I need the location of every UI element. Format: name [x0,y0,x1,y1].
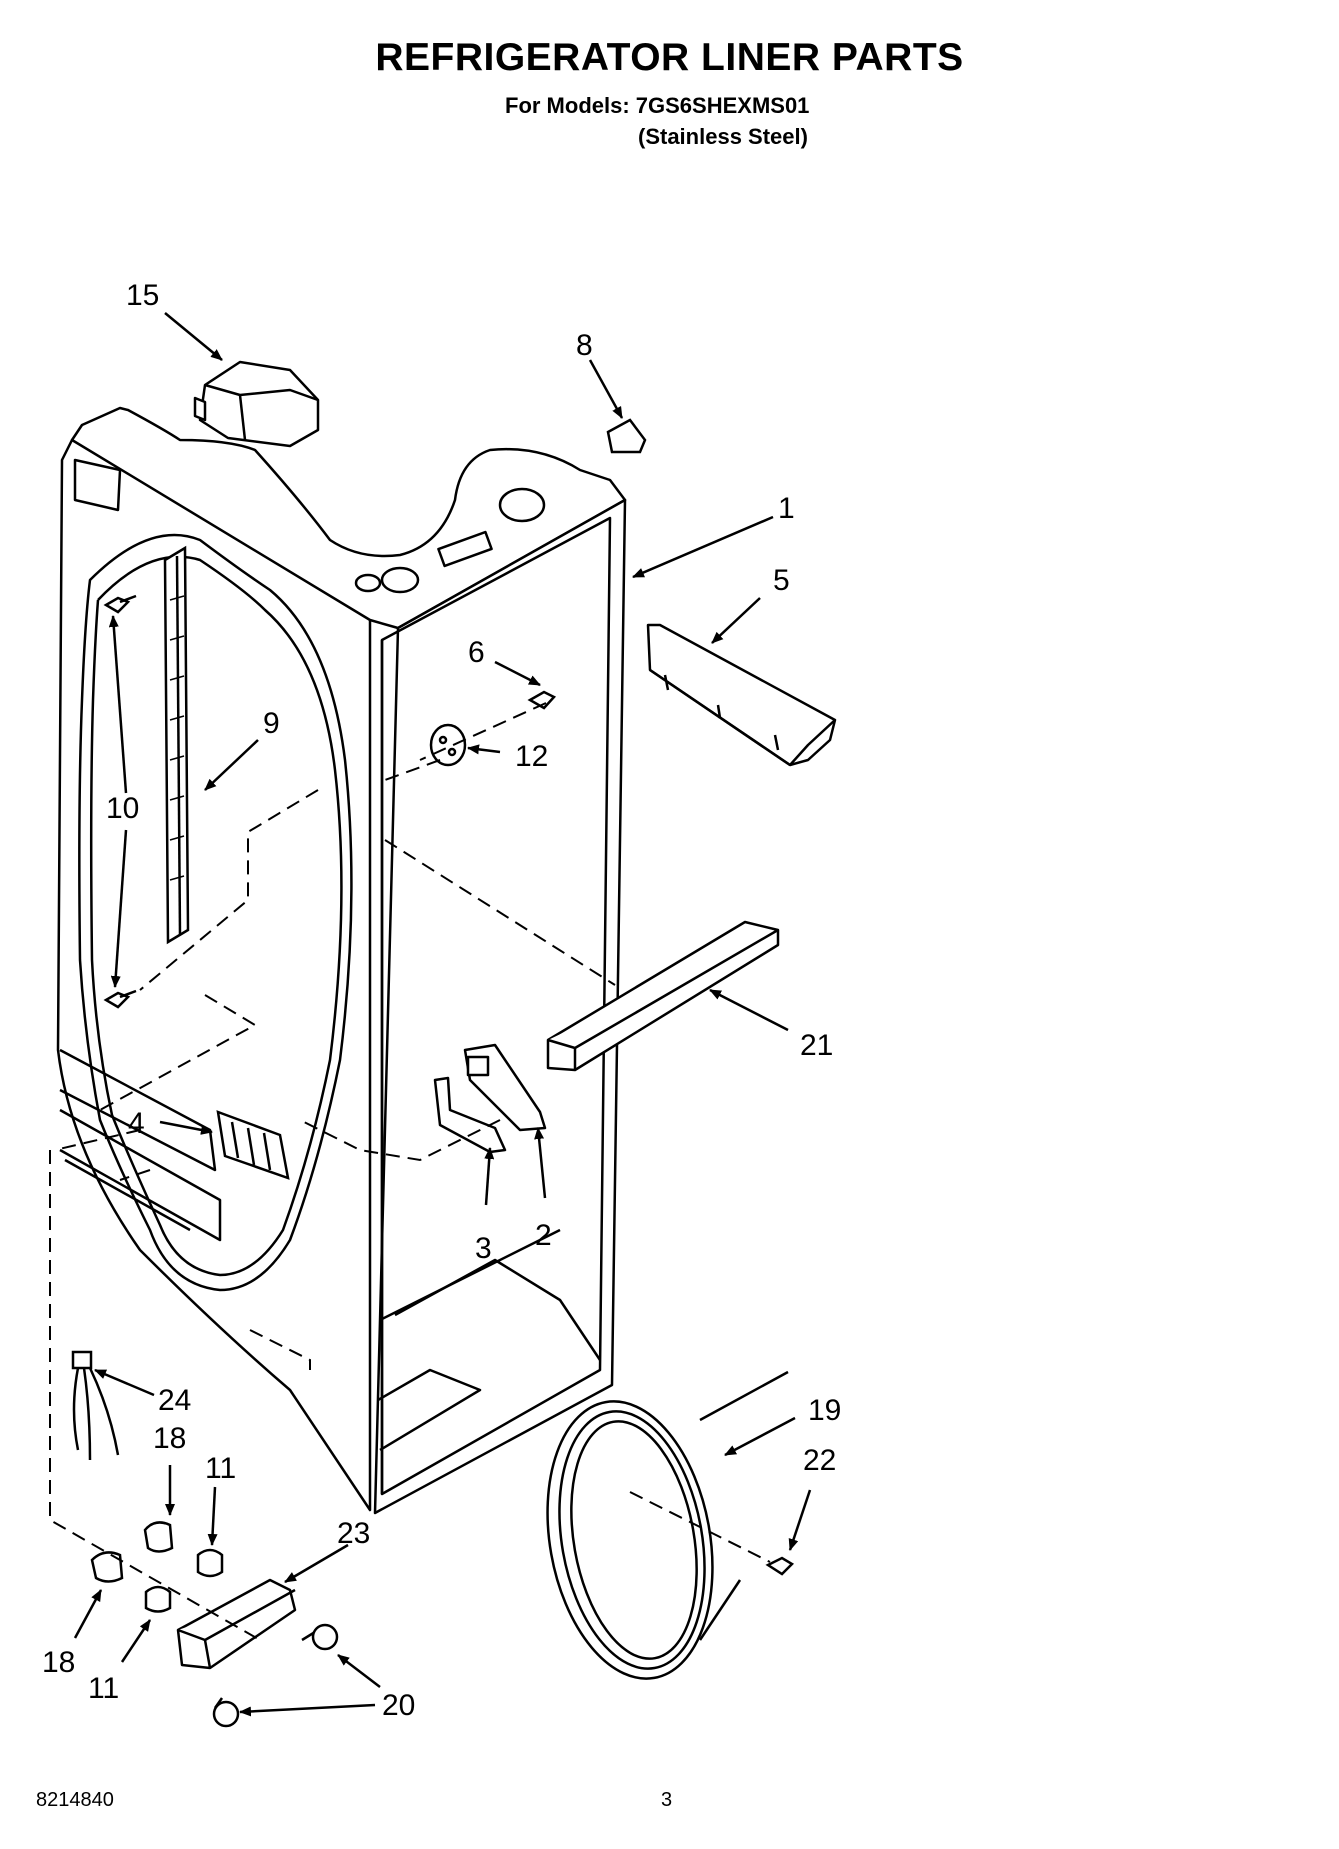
clip-part-8 [606,418,647,454]
assembly-lines [49,702,771,1641]
callout-4: 4 [128,1107,145,1140]
callout-12: 12 [515,740,548,773]
bracket-part-21 [546,920,780,1072]
callout-11-lower: 11 [88,1672,119,1705]
callout-21: 21 [800,1029,833,1062]
callout-2: 2 [535,1219,552,1252]
tubing-coil-part-19 [546,1370,789,1680]
page-number: 3 [661,1789,673,1811]
callout-3: 3 [475,1232,492,1265]
bracket-part-2 [463,1043,547,1132]
bracket-part-3 [433,1076,507,1154]
callout-10: 10 [106,792,139,825]
callout-11-upper: 11 [205,1452,236,1485]
callout-15: 15 [126,279,159,312]
control-housing-part-15 [193,360,320,448]
callout-22: 22 [803,1444,836,1477]
page-title: REFRIGERATOR LINER PARTS [375,36,964,79]
callout-9: 9 [263,707,280,740]
wire-harness-part-24 [71,1350,120,1461]
bracket-part-5 [646,623,837,767]
callout-24: 24 [158,1384,191,1417]
callout-labels: 15 8 1 5 6 12 9 10 21 4 3 2 24 18 11 23 … [42,279,841,1722]
lamp-socket-part-18 [90,1521,174,1583]
connector-part-4 [216,1110,290,1180]
bulb-part-20 [212,1623,339,1728]
refrigerator-liner [56,406,627,1515]
callout-18-lower: 18 [42,1646,75,1679]
callout-20: 20 [382,1689,415,1722]
screw-part-10 [103,594,137,1009]
leader-arrows [73,312,812,1717]
callout-23: 23 [337,1517,370,1550]
light-housing-part-23 [176,1578,297,1670]
callout-1: 1 [778,492,795,525]
callout-19: 19 [808,1394,841,1427]
shelf-rail-part-9 [163,545,190,945]
screw-part-22 [765,1556,795,1576]
callout-5: 5 [773,564,790,597]
models-line: For Models: 7GS6SHEXMS01 [505,93,810,118]
disk-part-12 [429,723,467,767]
finish-line: (Stainless Steel) [638,124,808,149]
callout-8: 8 [576,329,593,362]
callout-6: 6 [468,636,485,669]
callout-18-upper: 18 [153,1422,186,1455]
lamp-holder-part-11 [144,1548,224,1613]
document-number: 8214840 [36,1789,114,1811]
